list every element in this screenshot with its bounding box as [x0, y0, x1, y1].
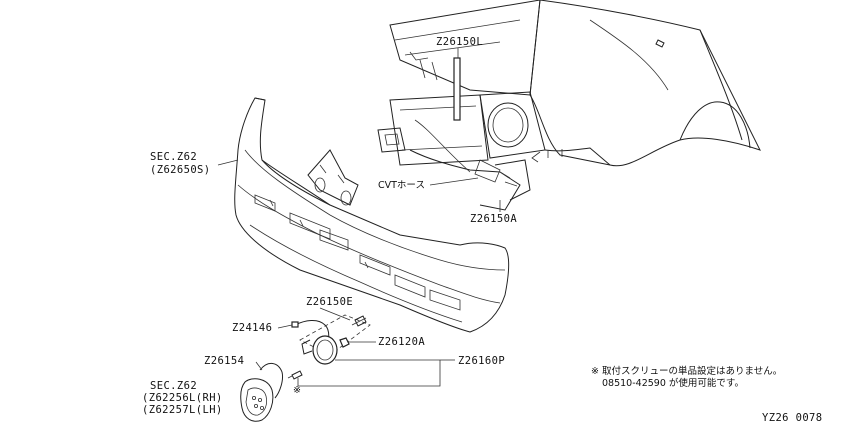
label-z62256l: (Z62256L(RH) [142, 392, 223, 404]
label-z24146: Z24146 [232, 322, 272, 334]
label-z26150e: Z26150E [306, 296, 353, 308]
vehicle-body-front-end [377, 0, 761, 211]
label-sec-z62-bumper: SEC.Z62 [150, 151, 197, 163]
label-z26120a: Z26120A [378, 336, 425, 348]
label-z62650s: (Z62650S) [150, 164, 211, 176]
front-bumper-fascia [234, 97, 510, 333]
label-z26154: Z26154 [204, 355, 244, 367]
label-z26150a: Z26150A [470, 213, 517, 225]
fog-lamp-finisher [240, 378, 274, 422]
note-line-1: ※ 取付スクリューの単品設定はありません。 [591, 365, 782, 377]
asterisk-mark: ※ [293, 385, 301, 396]
leader-lines [217, 48, 501, 387]
fog-lamp-assembly [259, 314, 371, 399]
label-z26160p: Z26160P [458, 355, 505, 367]
label-z26150l: Z26150L [436, 36, 483, 48]
label-cvt-hose: CVTホース [378, 180, 425, 191]
diagram-code: YZ26 0078 [762, 412, 823, 424]
note-line-2: 08510-42590 が使用可能です。 [602, 377, 744, 389]
label-z62257l: (Z62257L(LH) [142, 404, 223, 416]
label-sec-z62-lamp: SEC.Z62 [150, 380, 197, 392]
